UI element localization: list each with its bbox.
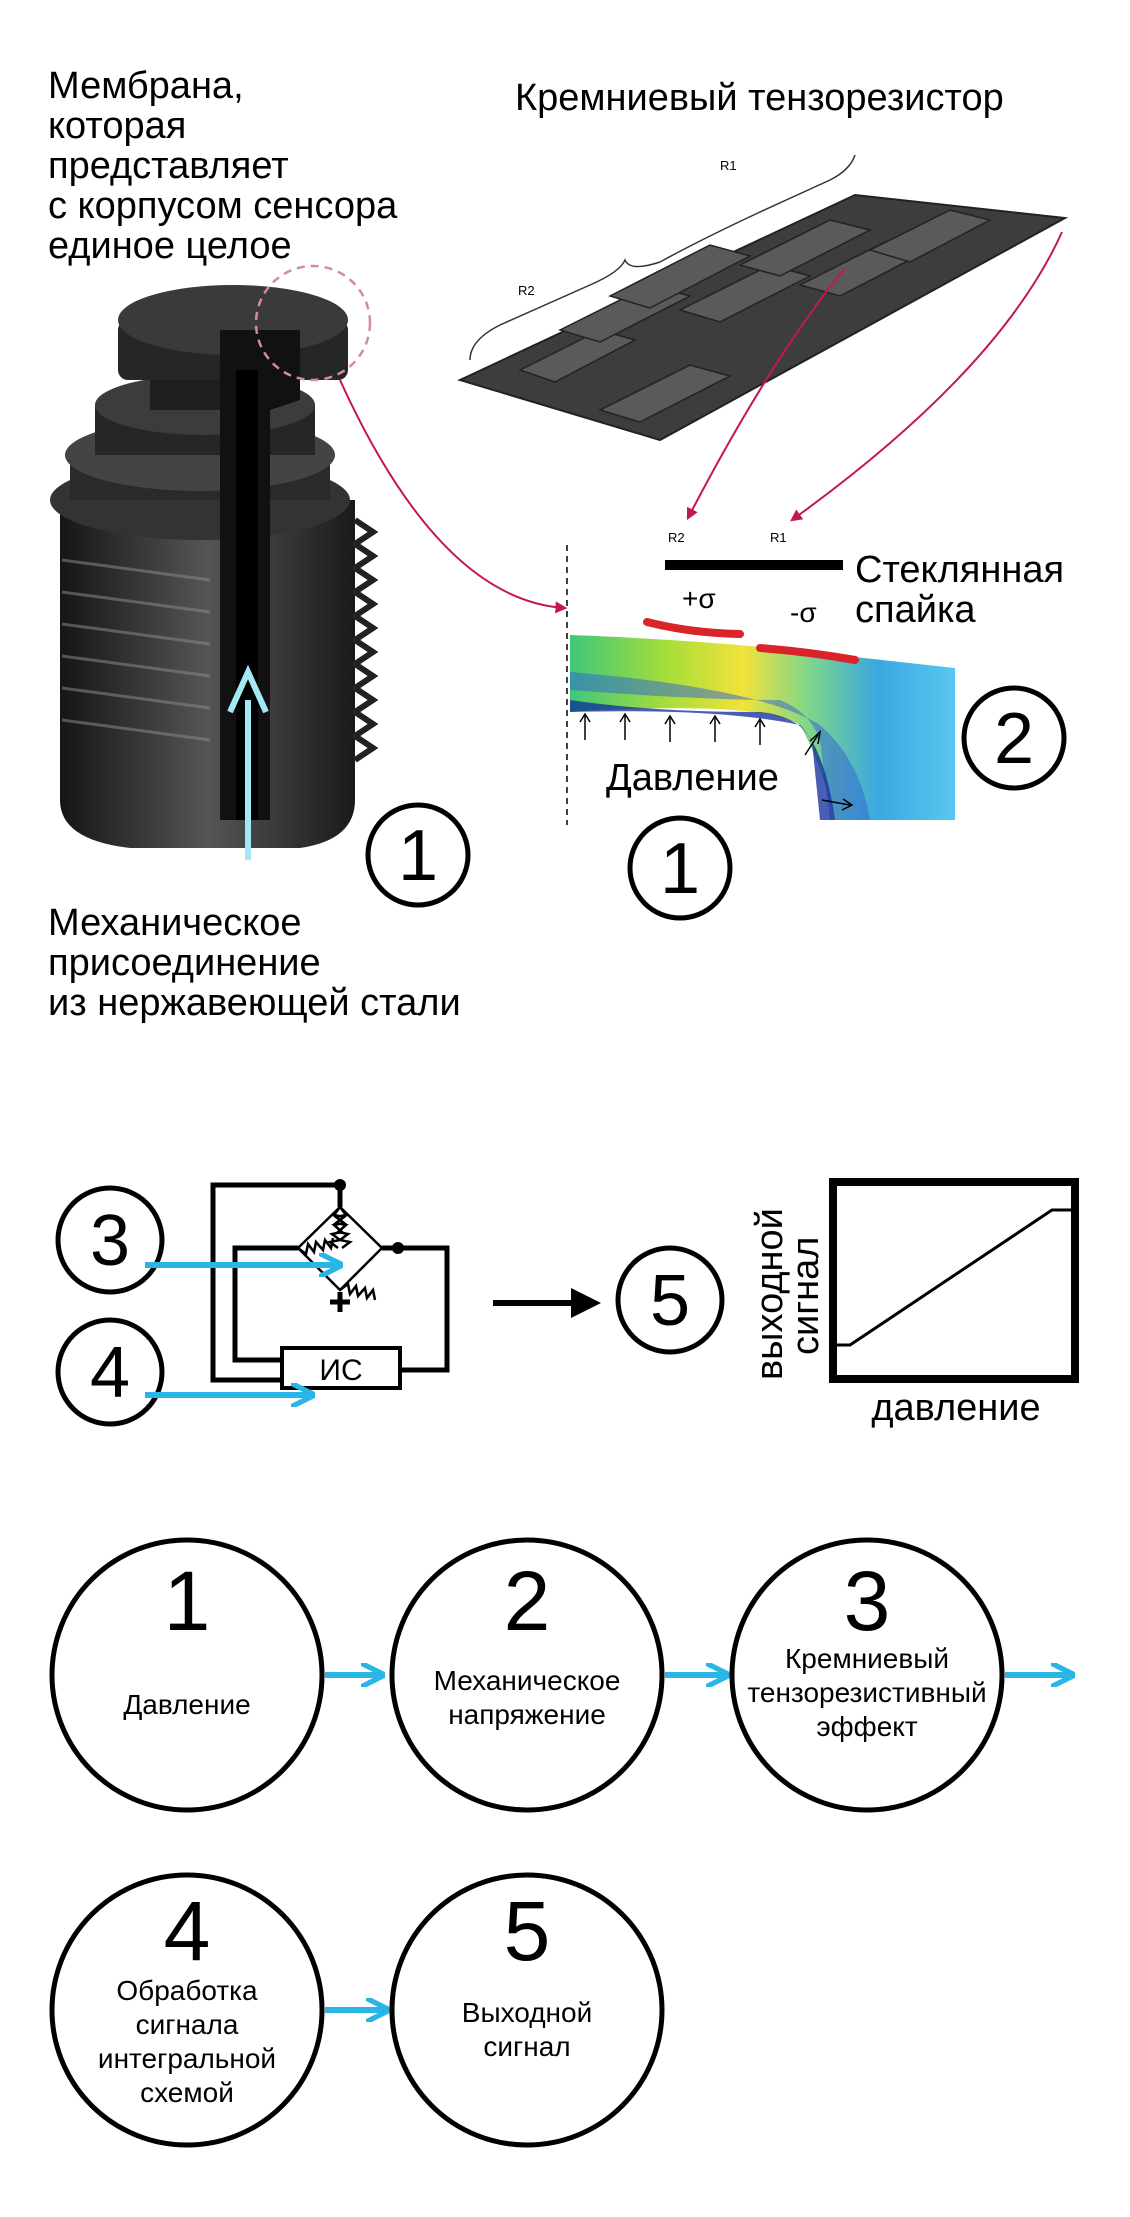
pressure-label: Давление [606, 757, 779, 799]
flow-step-text: Механическое [434, 1665, 621, 1696]
flow-step-text: интегральной [98, 2043, 276, 2074]
membrane-label-line: с корпусом сенсора [48, 185, 398, 227]
glass-bar [665, 560, 843, 570]
node-top [334, 1179, 346, 1191]
flow-step-text: напряжение [448, 1699, 606, 1730]
y-axis-label-line: сигнал [785, 1237, 827, 1355]
flow-step-number: 1 [164, 1554, 211, 1648]
badge-3-number: 3 [90, 1201, 130, 1281]
flow-step-text: Давление [123, 1689, 250, 1720]
membrane-link-arrow [340, 380, 565, 608]
x-axis-label: давление [871, 1387, 1040, 1429]
flow-step-number: 2 [504, 1554, 551, 1648]
glass-label-line: спайка [855, 589, 976, 631]
strain-gauge-illustration: R1 R2 [460, 155, 1065, 440]
badge-2-number: 2 [994, 699, 1034, 779]
output-graph [833, 1182, 1075, 1379]
ic-label: ИС [319, 1354, 362, 1387]
r2-label: R2 [668, 530, 685, 545]
mechanical-label-line: присоединение [48, 942, 321, 984]
flow-step-text: Обработка [116, 1975, 258, 2006]
badge-4-number: 4 [90, 1333, 130, 1413]
r2-top-label: R2 [518, 283, 535, 298]
flow-step-text: схемой [140, 2077, 234, 2108]
flow-step-1: 1 Давление [52, 1540, 322, 1810]
membrane-label: Мембрана, которая представляет с корпусо… [48, 65, 398, 267]
badge-3: 3 [58, 1188, 162, 1292]
flow-step-2: 2 Механическое напряжение [392, 1540, 662, 1810]
flow-step-number: 5 [504, 1884, 551, 1978]
badge-4: 4 [58, 1320, 162, 1424]
membrane-label-line: которая [48, 105, 186, 147]
flow-step-text: тензорезистивный [747, 1677, 986, 1708]
badge-5-number: 5 [650, 1261, 690, 1341]
flow-step-number: 3 [844, 1554, 891, 1648]
minus-sigma-label: -σ [790, 597, 817, 628]
mechanical-label-line: из нержавеющей стали [48, 982, 461, 1024]
flow-step-3: 3 Кремниевый тензорезистивный эффект [732, 1540, 1002, 1810]
flow-step-5: 5 Выходной сигнал [392, 1875, 662, 2145]
r1-top-label: R1 [720, 158, 737, 173]
membrane-label-line: Мембрана, [48, 65, 244, 107]
mechanical-label-line: Механическое [48, 902, 302, 944]
flow-step-text: эффект [816, 1711, 917, 1742]
flow-step-text: сигнала [136, 2009, 239, 2040]
sensor-body-illustration [50, 266, 373, 848]
plus-sigma-label: +σ [682, 583, 716, 614]
badge-1b: 1 [630, 818, 730, 918]
glass-label-line: Стеклянная [855, 549, 1064, 591]
flow-step-4: 4 Обработка сигнала интегральной схемой [52, 1875, 322, 2145]
membrane-label-line: представляет [48, 145, 289, 187]
silicon-title: Кремниевый тензорезистор [515, 77, 1004, 119]
flow-step-text: Выходной [462, 1997, 592, 2028]
badge-5: 5 [618, 1248, 722, 1352]
badge-1b-number: 1 [660, 829, 700, 909]
badge-1a: 1 [368, 805, 468, 905]
flow-step-text: Кремниевый [785, 1643, 949, 1674]
membrane-label-line: единое целое [48, 225, 292, 267]
flow-step-text: сигнал [483, 2031, 570, 2062]
badge-2: 2 [964, 688, 1064, 788]
r1-label: R1 [770, 530, 787, 545]
badge-1a-number: 1 [398, 816, 438, 896]
flow-step-number: 4 [164, 1884, 211, 1978]
node-right [392, 1242, 404, 1254]
mechanical-label: Механическое присоединение из нержавеюще… [48, 902, 461, 1024]
